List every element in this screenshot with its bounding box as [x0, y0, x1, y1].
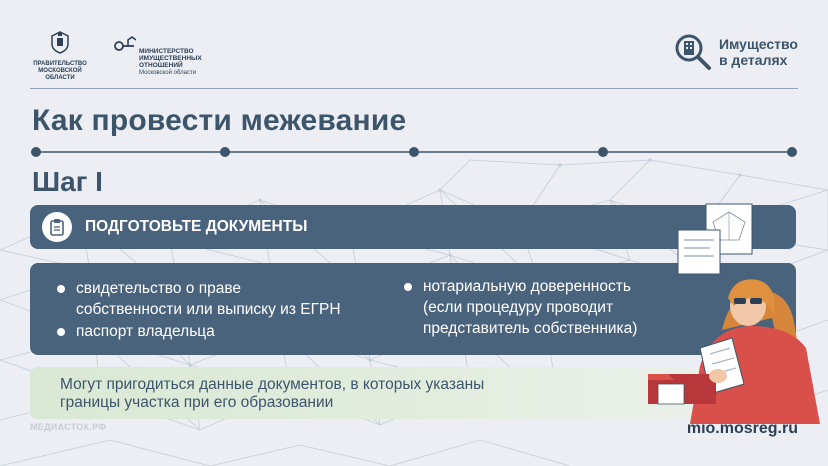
- coat-of-arms-icon: [51, 31, 69, 54]
- timeline-dot: [598, 147, 608, 157]
- ministry-label: МИНИСТЕРСТВО ИМУЩЕСТВЕННЫХ ОТНОШЕНИЙ: [139, 48, 202, 69]
- section-header: ПОДГОТОВЬТЕ ДОКУМЕНТЫ: [30, 205, 796, 249]
- magnifier-building-icon: [675, 34, 711, 70]
- brand-logo: Имущество в деталях: [673, 32, 798, 72]
- timeline-dot: [787, 147, 797, 157]
- government-logo: ПРАВИТЕЛЬСТВО МОСКОВСКОЙ ОБЛАСТИ: [30, 30, 90, 82]
- timeline-dot: [409, 147, 419, 157]
- step-title: Шаг I: [32, 166, 103, 197]
- note-text: Могут пригодиться данные документов, в к…: [60, 376, 485, 411]
- site-url[interactable]: mio.mosreg.ru: [686, 420, 798, 437]
- section-header-label: ПОДГОТОВЬТЕ ДОКУМЕНТЫ: [85, 218, 308, 235]
- header-divider: [30, 88, 798, 89]
- red-folder-icon: [648, 374, 716, 405]
- woman-with-documents-illustration: [648, 203, 820, 424]
- document-item-power-of-attorney: нотариальную доверенность (если процедур…: [403, 278, 638, 337]
- ministry-logo: МИНИСТЕРСТВО ИМУЩЕСТВЕННЫХ ОТНОШЕНИЙ Мос…: [114, 34, 202, 77]
- floating-document-icon: [677, 229, 721, 275]
- page-title: Как провести межевание: [32, 104, 407, 137]
- ministry-sublabel: Московской области: [139, 70, 197, 76]
- timeline-dot: [220, 147, 230, 157]
- clipboard-icon: [42, 212, 72, 242]
- government-logo-label: ПРАВИТЕЛЬСТВО МОСКОВСКОЙ ОБЛАСТИ: [33, 61, 87, 81]
- step-timeline: [31, 147, 797, 157]
- documents-panel: свидетельство о праве собственности или …: [30, 263, 796, 355]
- brand-title: Имущество в деталях: [718, 36, 798, 68]
- key-house-icon: [114, 36, 136, 51]
- timeline-dot: [31, 147, 41, 157]
- watermark: МЕДИАСТОК.РФ: [30, 422, 107, 432]
- document-item-passport: паспорт владельца: [57, 323, 215, 340]
- document-item-certificate: свидетельство о праве собственности или …: [57, 280, 341, 318]
